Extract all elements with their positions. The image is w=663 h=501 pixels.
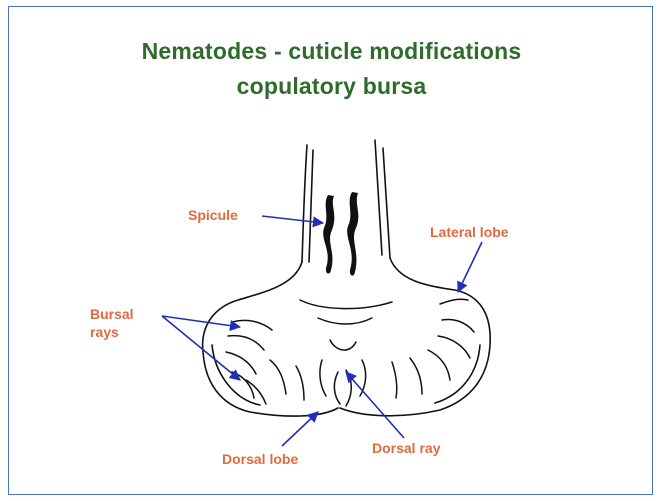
label-spicule: Spicule [188, 207, 238, 223]
label-dorsal-ray: Dorsal ray [372, 440, 440, 456]
arrow-spicule [262, 216, 323, 223]
arrow-lateral-lobe [458, 242, 482, 292]
bursal-rays [226, 299, 474, 406]
label-bursal-rays-2: rays [90, 324, 119, 340]
label-lateral-lobe: Lateral lobe [430, 224, 509, 240]
arrow-dorsal-ray [346, 372, 404, 438]
label-bursal-rays-1: Bursal [90, 306, 134, 322]
label-dorsal-lobe: Dorsal lobe [222, 451, 298, 467]
arrow-dorsal-lobe [282, 412, 318, 446]
spicules [323, 192, 358, 276]
bursa-outline [203, 140, 491, 416]
